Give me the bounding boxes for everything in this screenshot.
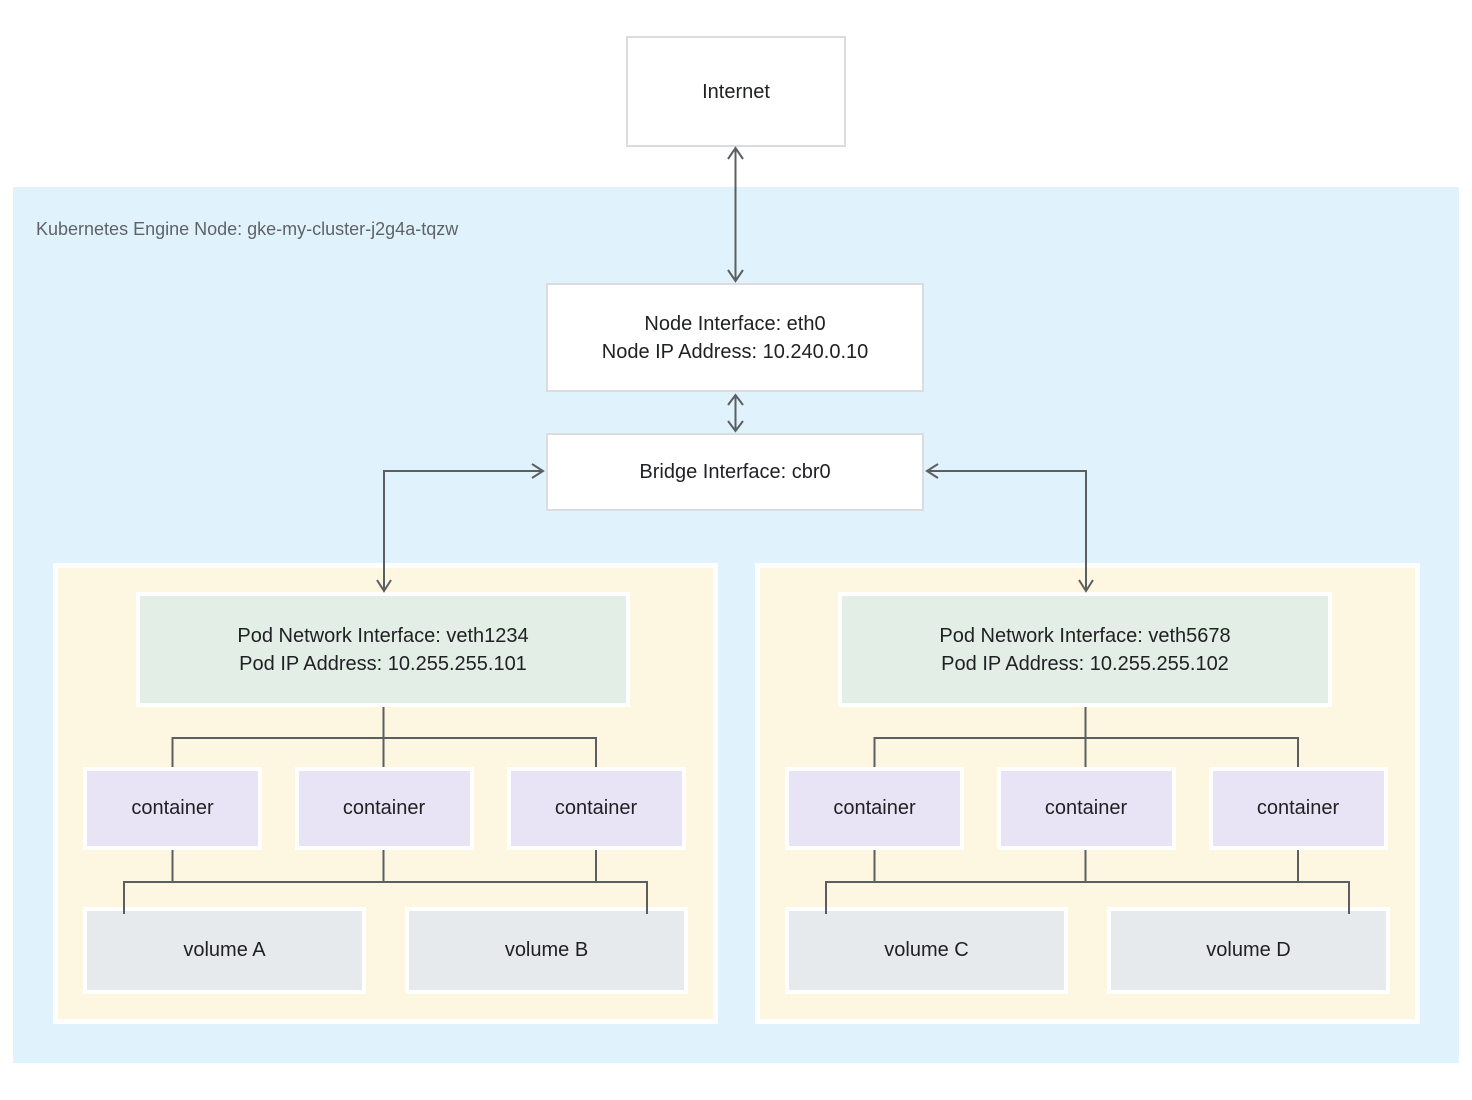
pod-2-container-3: container [1208,767,1388,850]
bridge-interface-box: Bridge Interface: cbr0 [546,433,924,511]
pod-1-container-1: container [83,767,262,850]
pod-2-network-interface-line1: Pod Network Interface: veth5678 [939,624,1231,647]
pod-1: Pod Network Interface: veth1234 Pod IP A… [53,563,718,1024]
internet-box: Internet [626,36,846,147]
pod-2-container-1: container [785,767,964,850]
pod-2-network-interface-line2: Pod IP Address: 10.255.255.102 [941,652,1229,675]
pod-2-network-interface-box: Pod Network Interface: veth5678 Pod IP A… [838,592,1332,707]
pod-1-network-interface-box: Pod Network Interface: veth1234 Pod IP A… [136,592,630,707]
kubernetes-node-label: Kubernetes Engine Node: gke-my-cluster-j… [36,219,459,239]
node-interface-line2: Node IP Address: 10.240.0.10 [601,340,869,363]
pod-2-volume-d: volume D [1107,907,1390,994]
internet-label: Internet [702,80,770,103]
pod-1-network-interface-line1: Pod Network Interface: veth1234 [237,624,529,647]
pod-2-volume-c: volume C [785,907,1068,994]
node-interface-line1: Node Interface: eth0 [644,312,826,335]
pod-1-container-3: container [506,767,686,850]
bridge-interface-label: Bridge Interface: cbr0 [639,461,831,483]
pod-1-volume-a: volume A [83,907,366,994]
pod-2: Pod Network Interface: veth5678 Pod IP A… [755,563,1420,1024]
kubernetes-node-container: Kubernetes Engine Node: gke-my-cluster-j… [13,187,1459,1063]
pod-1-volume-b: volume B [405,907,688,994]
pod-2-container-2: container [996,767,1176,850]
pod-1-container-2: container [294,767,474,850]
node-interface-box: Node Interface: eth0 Node IP Address: 10… [546,283,924,392]
pod-1-network-interface-line2: Pod IP Address: 10.255.255.101 [239,652,527,675]
